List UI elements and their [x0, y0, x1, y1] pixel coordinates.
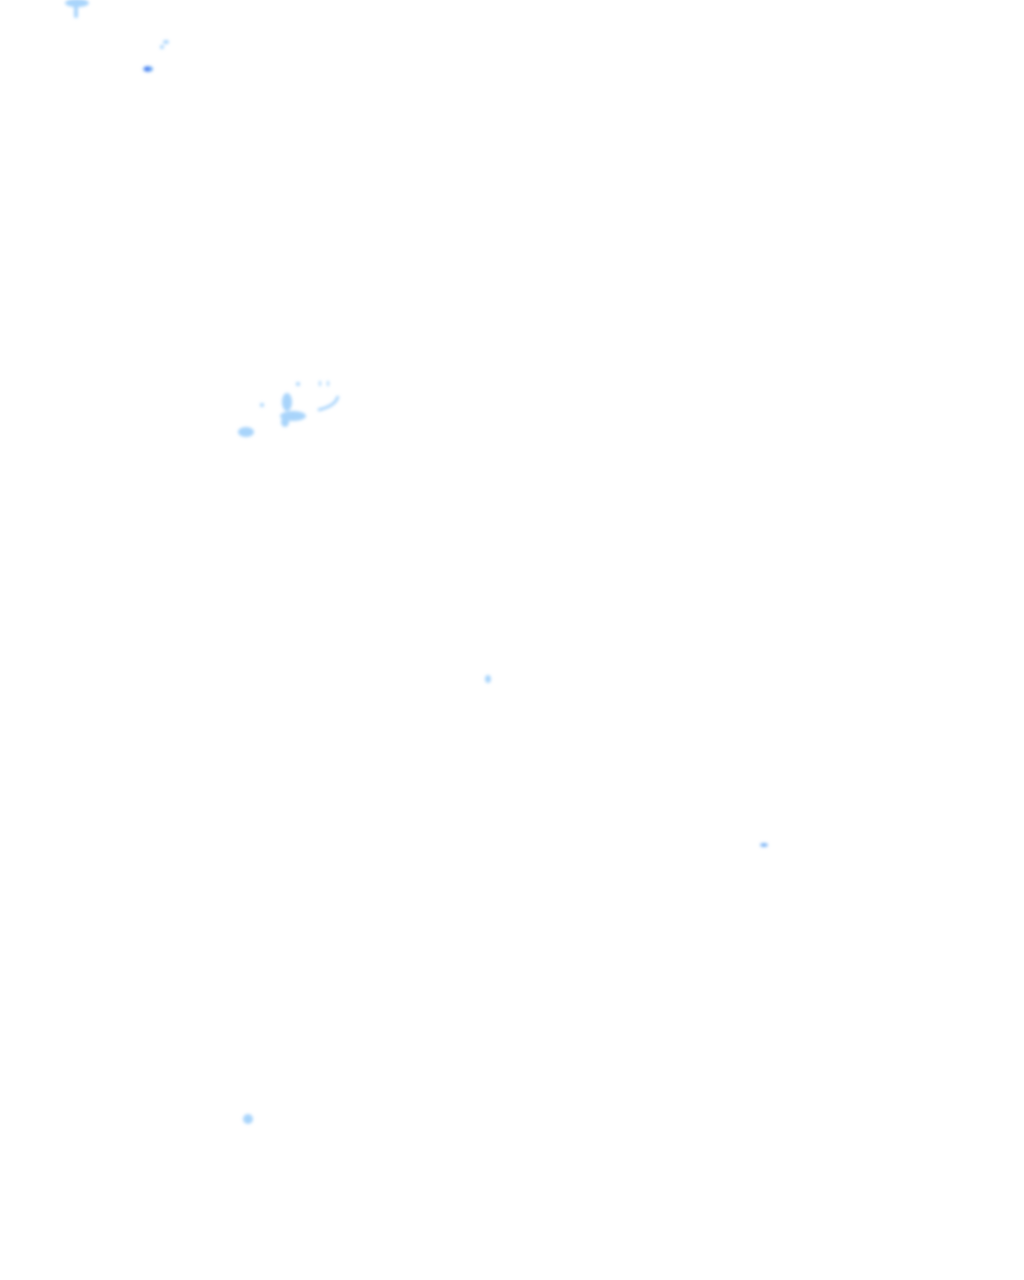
blob-top-left: [65, 0, 89, 18]
blob-small-marks: [143, 40, 169, 72]
blob-cluster-center: [238, 381, 340, 437]
blob-dots: [243, 675, 768, 1124]
